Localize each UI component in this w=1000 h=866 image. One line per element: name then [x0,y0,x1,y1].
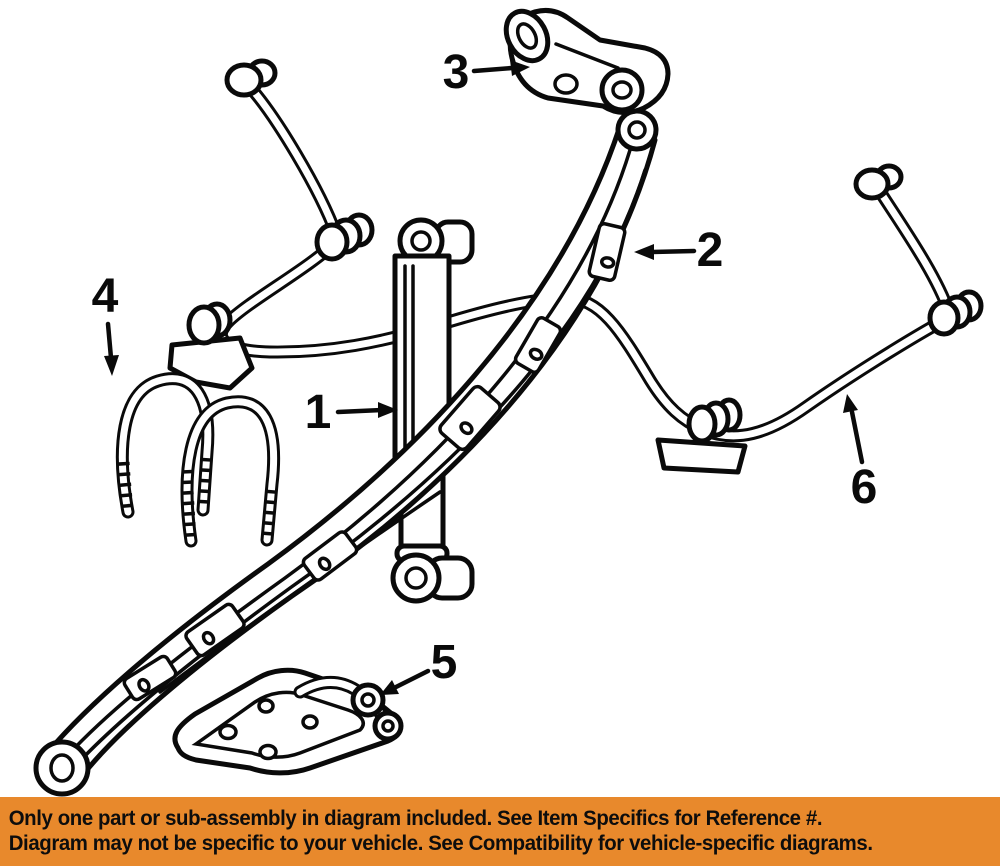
callout-4-arrow [105,321,114,361]
stabilizer-link-bushing-left [224,58,278,98]
spring-clip [301,530,359,582]
stabilizer-clamp-center [655,397,748,475]
stabilizer-bar-bushing-left [314,212,375,262]
callout-3: 3 [443,46,530,99]
callout-2-arrow [649,248,697,255]
callout-1-arrow [335,407,385,415]
stabilizer-bar-bushing-right [927,289,984,337]
disclaimer-line-2: Diagram may not be specific to your vehi… [8,832,873,855]
callout-2: 2 [634,224,723,277]
callout-6-label: 6 [851,461,878,514]
callout-1: 1 [305,386,398,439]
callout-6: 6 [843,394,877,514]
callout-6-arrow [849,409,865,465]
callout-3-label: 3 [443,46,470,99]
u-bolts [122,379,273,541]
spring-clip [513,316,563,374]
stabilizer-link-bushing-right [853,163,904,201]
callout-2-label: 2 [697,224,724,277]
callouts: 1 2 3 4 5 [92,46,877,695]
callout-4-label: 4 [92,270,119,323]
callout-5: 5 [380,636,457,695]
spring-seat [438,384,502,452]
callout-1-label: 1 [305,386,332,439]
spring-mount-bracket [172,667,404,776]
spring-clip [587,222,627,282]
callout-3-arrow [471,65,515,74]
disclaimer-banner: Only one part or sub-assembly in diagram… [0,797,1000,866]
parts-diagram: 1 2 3 4 5 [33,8,984,797]
stabilizer-bar [167,58,984,475]
leaf-spring [33,108,659,797]
callout-5-arrow [393,668,431,690]
spring-clip [184,602,246,658]
callout-4: 4 [92,270,119,376]
callout-5-label: 5 [431,636,458,689]
disclaimer-line-1: Only one part or sub-assembly in diagram… [8,807,823,830]
spring-clip [122,654,178,702]
stabilizer-clamp-left [167,301,255,391]
spring-shackle [503,8,671,115]
